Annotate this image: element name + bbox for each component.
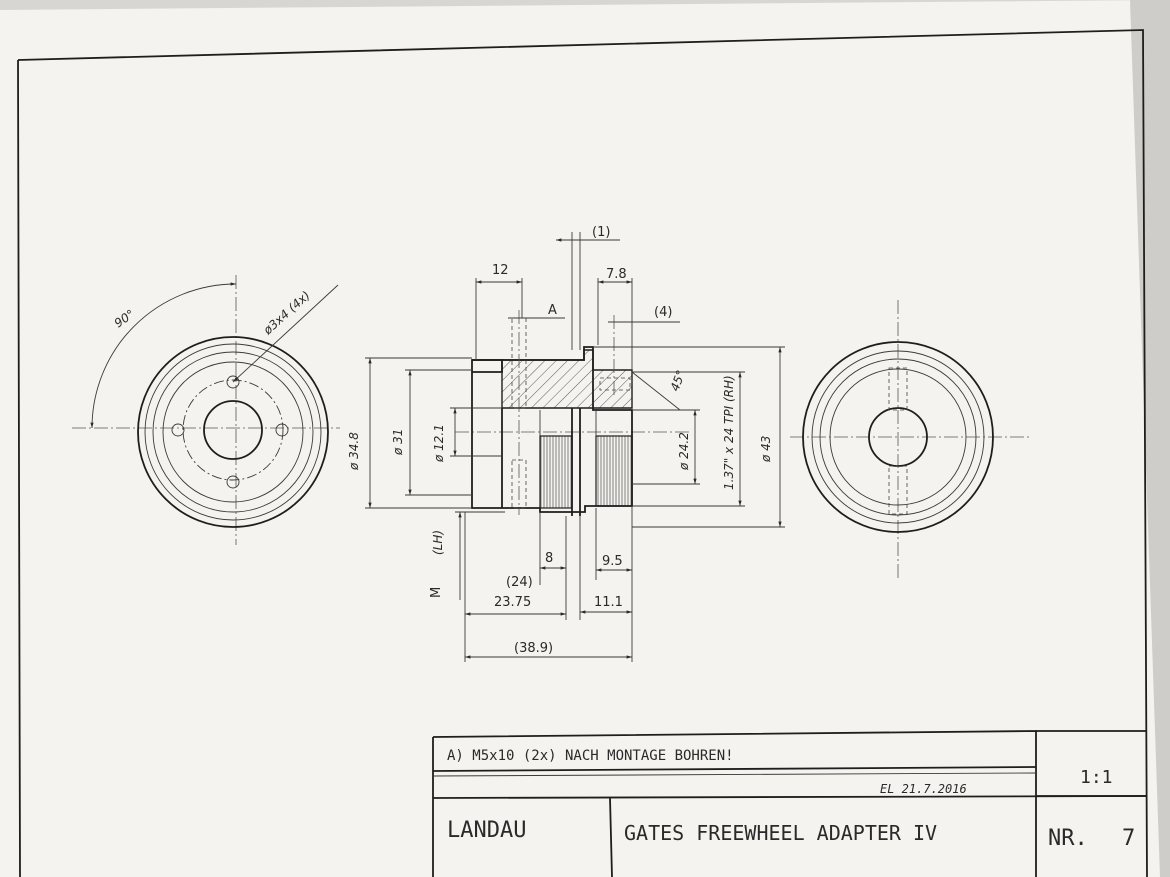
section-view: 12 (1) 7.8 A (4) 45° ø 34.8 ø 31 ø 12.1: [347, 225, 785, 662]
label-a: A: [548, 303, 557, 318]
dim-8: 8: [545, 551, 553, 566]
dia-43: ø 43: [759, 436, 773, 463]
dia-34-8: ø 34.8: [347, 432, 361, 471]
scale-label: 1:1: [1080, 767, 1113, 788]
dim-12: 12: [492, 263, 509, 278]
drawing-title: GATES FREEWHEEL ADAPTER IV: [624, 821, 937, 845]
dim-23-75: 23.75: [494, 595, 531, 610]
chamfer-label: 45°: [668, 368, 688, 393]
dim-7-8: 7.8: [606, 267, 627, 282]
thread-region-right: [595, 435, 633, 507]
m-label: M: [429, 587, 444, 598]
dim-11-1: 11.1: [594, 595, 623, 610]
thread-callout: 1.37" x 24 TPI (RH): [722, 375, 736, 490]
dia-12-1: ø 12.1: [432, 424, 446, 463]
dim-4: (4): [654, 305, 672, 320]
dia-31: ø 31: [391, 429, 405, 456]
dim-24: (24): [506, 575, 533, 590]
note-text: A) M5x10 (2x) NACH MONTAGE BOHREN!: [447, 748, 734, 764]
lh-label: (LH): [431, 530, 445, 555]
dim-38-9: (38.9): [514, 641, 553, 656]
dim-1: (1): [592, 225, 610, 240]
company-name: LANDAU: [447, 818, 526, 843]
signature-date: EL 21.7.2016: [880, 782, 967, 796]
number-label: NR.: [1048, 826, 1088, 851]
title-block: A) M5x10 (2x) NACH MONTAGE BOHREN! EL 21…: [432, 730, 1147, 877]
number-value: 7: [1122, 826, 1135, 851]
dia-24-2: ø 24.2: [677, 432, 691, 471]
hatched-section: [501, 349, 633, 409]
right-view: [790, 300, 1030, 580]
dim-9-5: 9.5: [602, 554, 623, 569]
drawing-border: [17, 29, 1148, 877]
thread-region-left: [539, 435, 573, 509]
